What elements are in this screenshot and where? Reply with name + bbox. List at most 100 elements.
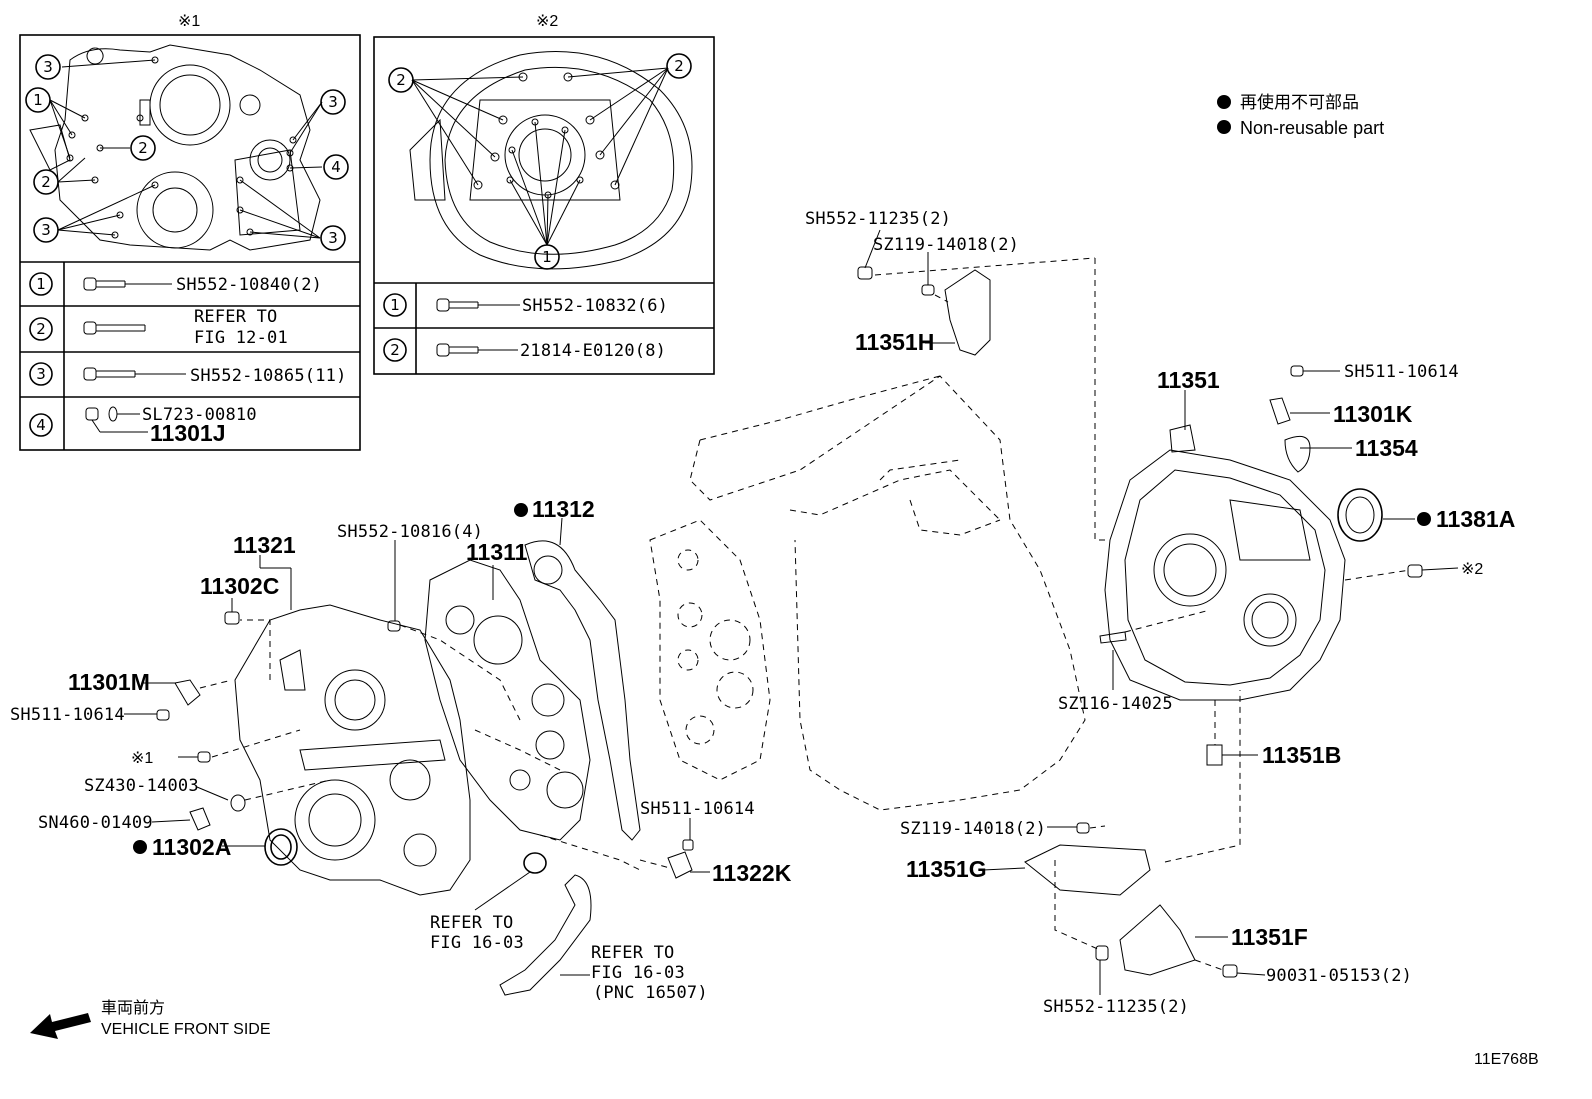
inset-1-row-3-num: 3 (36, 365, 46, 383)
label-sz116: SZ116-14025 (1058, 694, 1173, 714)
washer-icon (230, 794, 246, 812)
bolt-icon (83, 277, 172, 291)
diagram-code: 11E768B (1474, 1051, 1539, 1068)
label-sh552-10816: SH552-10816(4) (337, 522, 483, 542)
label-sh511-left: SH511-10614 (10, 705, 125, 725)
label-11321: 11321 (233, 532, 296, 558)
assembly-dashed-lines (199, 257, 1411, 971)
inset-1-row-4-part-a: SL723-00810 (142, 405, 257, 425)
svg-text:3: 3 (328, 229, 338, 247)
label-sz430: SZ430-14003 (84, 776, 199, 796)
label-mark-2: ※2 (1461, 561, 1483, 578)
engine-block-phantom (649, 375, 1086, 811)
inset-1-leaders (49, 59, 323, 239)
inset-2-table: 1 2 SH552-10832(6) 21814-E0120(8) (383, 293, 668, 362)
inset-2-row-1-num: 1 (390, 296, 400, 314)
bolt-icon (921, 284, 935, 296)
non-reusable-dot-icon (1417, 512, 1431, 526)
label-sz119-top: SZ119-14018(2) (873, 235, 1019, 255)
label-11351B: 11351B (1262, 742, 1341, 768)
non-reusable-markers (133, 503, 1431, 854)
svg-text:1: 1 (33, 91, 43, 109)
bolt-icon (1076, 822, 1090, 834)
refer-a-line-1: REFER TO (430, 913, 513, 933)
label-11312: 11312 (532, 496, 595, 522)
svg-text:2: 2 (41, 173, 51, 191)
vehicle-front-indicator: 車両前方 VEHICLE FRONT SIDE (30, 999, 271, 1039)
label-11351: 11351 (1157, 367, 1220, 393)
non-reusable-dot-icon (1217, 120, 1231, 134)
bolt-icon (1290, 365, 1304, 377)
arrow-left-icon (30, 1013, 91, 1039)
legend: 再使用不可部品 Non-reusable part (1217, 92, 1384, 138)
part-labels: 11321 11302C 11301M SH511-10614 ※1 SZ430… (10, 209, 1515, 1017)
inset-2-row-2-num: 2 (390, 341, 400, 359)
plug-11351B (1206, 744, 1223, 766)
inset-1-row-3-part: SH552-10865(11) (190, 366, 347, 386)
refer-b-line-3: (PNC 16507) (593, 983, 708, 1003)
small-parts-right (857, 266, 1423, 978)
inset-1-mark: ※1 (178, 13, 200, 30)
small-parts-left (156, 611, 694, 879)
label-11302C: 11302C (200, 573, 279, 599)
label-11354: 11354 (1355, 435, 1418, 461)
svg-text:1: 1 (542, 248, 552, 266)
label-11351F: 11351F (1231, 924, 1308, 950)
bolt-icon (83, 367, 186, 381)
svg-text:4: 4 (331, 158, 341, 176)
plug-11302C (224, 611, 240, 625)
o-ring (523, 852, 547, 874)
inset-2-callouts: 2 2 1 (388, 53, 692, 270)
label-sh511-mid: SH511-10614 (640, 799, 755, 819)
svg-text:2: 2 (138, 139, 148, 157)
bolt-icon (1222, 964, 1238, 978)
inset-1-row-2-refer-1: REFER TO (194, 307, 277, 327)
front-jp: 車両前方 (101, 999, 165, 1017)
label-11301M: 11301M (68, 669, 150, 695)
bracket-11322K (667, 851, 693, 879)
oil-seal-11302A (264, 828, 298, 866)
inset-1-row-1-num: 1 (36, 275, 46, 293)
non-reusable-dot-icon (514, 503, 528, 517)
bolt-icon (83, 321, 146, 335)
label-90031: 90031-05153(2) (1266, 966, 1412, 986)
bracket-11351F (1119, 904, 1196, 976)
oil-seal-11381A (1337, 488, 1383, 542)
oil-pipe (499, 874, 592, 996)
label-sh511-right: SH511-10614 (1344, 362, 1459, 382)
oil-seal-inner (1345, 496, 1375, 534)
bracket-11351H (944, 269, 991, 356)
inset-1-row-4-part-b: 11301J (150, 420, 225, 446)
inset-1-row-2-refer-2: FIG 12-01 (194, 328, 288, 348)
bolt-icon (387, 620, 401, 632)
inset-1-row-1-part: SH552-10840(2) (176, 275, 322, 295)
bolt-icon (1407, 564, 1423, 578)
inset-1: ※1 (19, 13, 361, 451)
timing-cover-gasket (524, 540, 641, 841)
legend-jp: 再使用不可部品 (1240, 92, 1359, 112)
cover-11354 (1284, 435, 1311, 473)
non-reusable-dot-icon (133, 840, 147, 854)
inset-1-row-2-num: 2 (36, 320, 46, 338)
inset-2-row-2-part: 21814-E0120(8) (520, 341, 666, 361)
label-sn460: SN460-01409 (38, 813, 153, 833)
inset-1-timing-case-drawing (29, 44, 321, 251)
refer-b-line-1: REFER TO (591, 943, 674, 963)
label-mark-1: ※1 (131, 750, 153, 767)
svg-text:3: 3 (43, 58, 53, 76)
plug-icon (189, 807, 211, 831)
label-11302A: 11302A (152, 834, 231, 860)
sensor-11301K (1269, 397, 1291, 425)
label-11311: 11311 (466, 539, 528, 565)
stud-icon (1099, 631, 1127, 644)
bolt-icon (1095, 945, 1109, 961)
inset-1-callouts: 3 1 2 2 3 3 4 3 (25, 54, 349, 251)
timing-gear-case (234, 604, 471, 896)
label-sh552-11235-bot: SH552-11235(2) (1043, 997, 1189, 1017)
bolt-icon (682, 839, 694, 851)
timing-chain-cover (424, 559, 591, 841)
label-sh552-11235-top: SH552-11235(2) (805, 209, 951, 229)
bracket-11351G (1024, 844, 1151, 896)
non-reusable-dot-icon (1217, 95, 1231, 109)
